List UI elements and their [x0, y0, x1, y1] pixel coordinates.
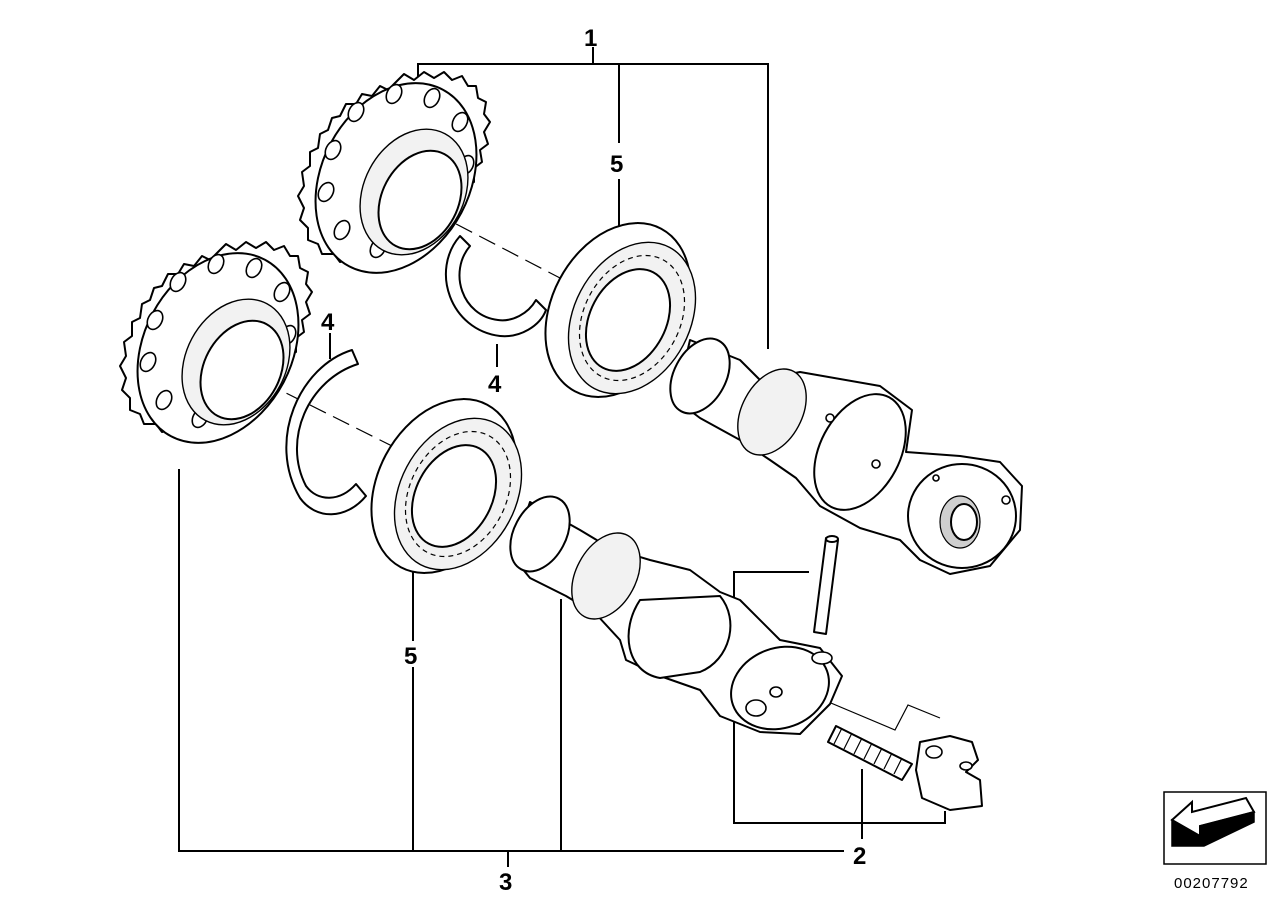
lower-bearing	[370, 398, 523, 574]
upper-bearing	[544, 222, 697, 398]
reference-number: 00207792	[1174, 875, 1249, 892]
callout-4-right: 4	[488, 371, 502, 398]
callout-4-left: 4	[321, 309, 335, 336]
upper-camshaft	[669, 337, 1023, 575]
callout-3: 3	[499, 869, 512, 896]
decompressor-spring	[827, 725, 913, 781]
callout-1: 1	[584, 25, 597, 52]
lower-camshaft	[509, 495, 843, 735]
upper-sprocket	[297, 71, 491, 274]
lower-circlip	[285, 349, 367, 516]
callout-2: 2	[853, 843, 866, 870]
callouts: 1 5 4 4 5 2 3	[321, 25, 866, 896]
decompressor-pin	[813, 535, 839, 635]
callout-5-lower: 5	[404, 643, 417, 670]
upper-circlip	[444, 235, 547, 338]
lower-sprocket	[119, 241, 313, 444]
callout-5-upper: 5	[610, 151, 623, 178]
decompressor-lever	[915, 735, 983, 811]
arrow-down-left-icon[interactable]	[1163, 791, 1267, 865]
